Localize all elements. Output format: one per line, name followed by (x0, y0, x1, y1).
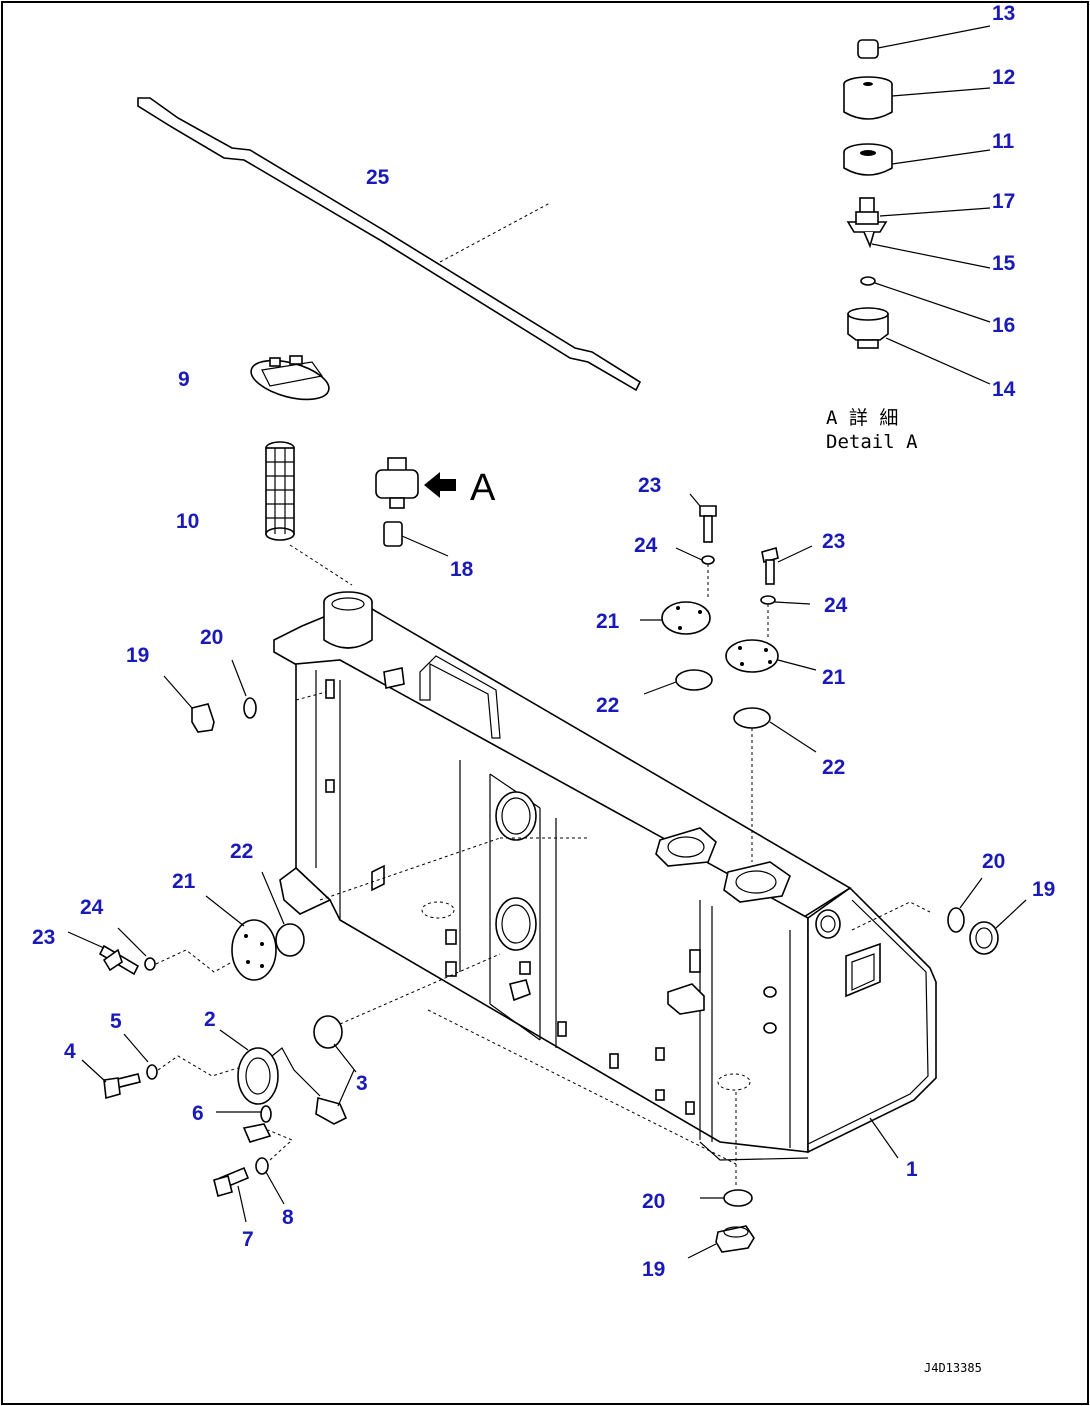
callout-23-left: 23 (32, 926, 55, 949)
callout-3: 3 (356, 1072, 368, 1095)
callout-19-left: 19 (126, 644, 149, 667)
callout-22-upper: 22 (596, 694, 619, 717)
callout-7: 7 (242, 1228, 254, 1251)
callout-23-right: 23 (822, 530, 845, 553)
callout-9: 9 (178, 368, 190, 391)
callout-21-left: 21 (172, 870, 196, 893)
view-letter-a: A (470, 467, 496, 509)
callout-19-bottom: 19 (642, 1258, 665, 1281)
top-right-exploded-parts (640, 493, 1027, 1259)
callout-2: 2 (204, 1008, 216, 1031)
callout-22-left: 22 (230, 840, 253, 863)
callout-20-left: 20 (200, 626, 223, 649)
callout-8: 8 (282, 1206, 294, 1229)
callout-13: 13 (992, 2, 1015, 25)
part-10-strainer (265, 441, 353, 586)
callout-19-right: 19 (1032, 878, 1055, 901)
callout-12: 12 (992, 66, 1015, 89)
callout-4: 4 (64, 1040, 76, 1063)
callout-14: 14 (992, 378, 1016, 401)
callout-20-bottom: 20 (642, 1190, 665, 1213)
callout-5: 5 (110, 1010, 122, 1033)
callout-23-upper: 23 (638, 474, 661, 497)
part-9-cap (250, 355, 330, 401)
callout-24-upper: 24 (634, 534, 658, 557)
callout-24-left: 24 (80, 896, 104, 919)
callout-22-right: 22 (822, 756, 845, 779)
callout-11: 11 (992, 130, 1015, 153)
callout-25: 25 (366, 166, 390, 189)
callout-21-right: 21 (822, 666, 846, 689)
breather-assembly: A (375, 457, 496, 557)
callout-16: 16 (992, 314, 1015, 337)
callout-15: 15 (992, 252, 1016, 275)
left-exploded-parts (67, 659, 501, 1223)
callout-10: 10 (176, 510, 199, 533)
callout-24-right: 24 (824, 594, 848, 617)
drawing-id: J4D13385 (924, 1361, 982, 1375)
detail-caption-en: Detail A (826, 431, 918, 453)
detail-a-stack: A 詳 細 Detail A (826, 25, 991, 453)
detail-caption-jp: A 詳 細 (826, 407, 898, 429)
arrow-left-icon (424, 472, 456, 498)
callout-6: 6 (192, 1102, 204, 1125)
part-25-strap (137, 97, 642, 392)
part-1-fuel-tank (273, 591, 937, 1165)
callout-17: 17 (992, 190, 1015, 213)
callout-21-upper: 21 (596, 610, 620, 633)
callout-18: 18 (450, 558, 474, 581)
callout-labels: 1 2 3 4 5 6 7 8 9 10 11 12 13 14 15 16 1… (32, 2, 1055, 1281)
callout-20-right: 20 (982, 850, 1005, 873)
callout-1: 1 (906, 1158, 918, 1181)
